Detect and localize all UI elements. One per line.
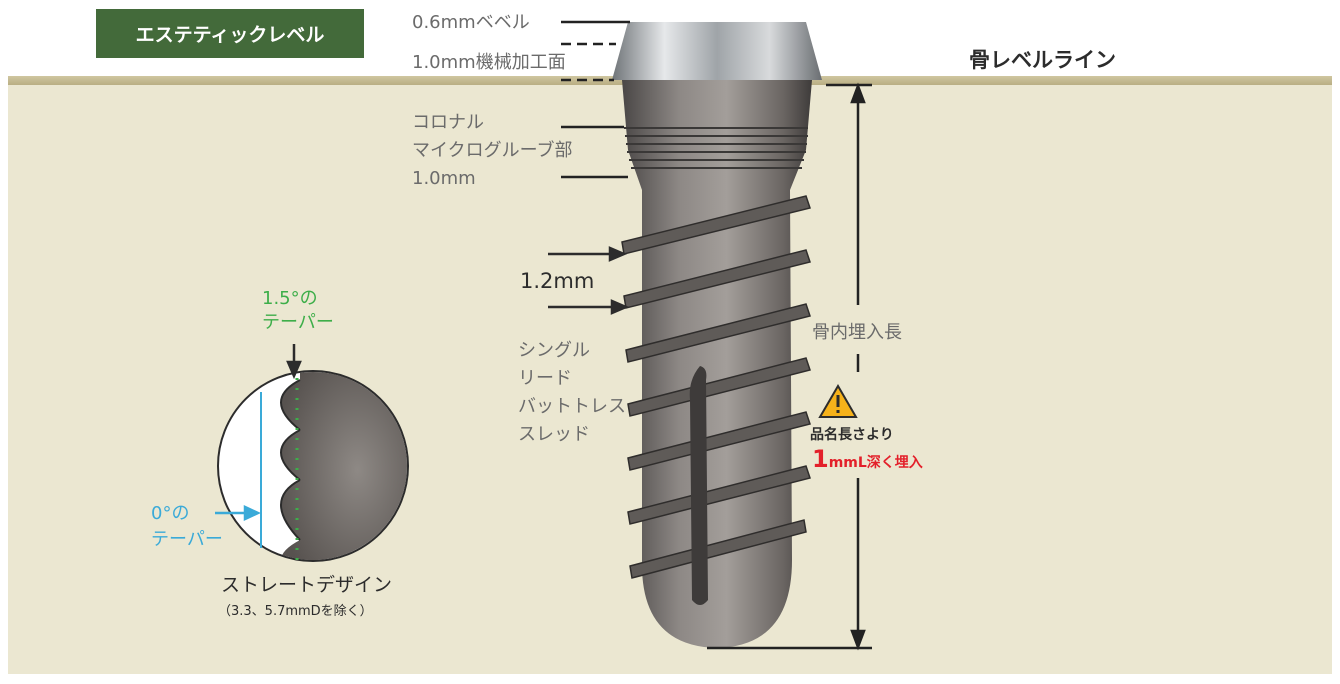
taper-green-line2: テーパー (262, 312, 334, 334)
thread-zoom-detail (218, 360, 420, 580)
taper-cyan-line2: テーパー (151, 529, 223, 551)
micro-groove-line3: 1.0mm (412, 166, 476, 192)
warning-icon (820, 386, 856, 417)
cutting-flute (690, 366, 708, 605)
machined-label: 1.0mm機械加工面 (412, 50, 566, 76)
pitch-label: 1.2mm (520, 269, 594, 293)
thread-line1: シングル (518, 338, 590, 364)
thread-line4: スレッド (518, 422, 590, 448)
micro-groove-line1: コロナル (412, 110, 484, 136)
warning-number: 1 (812, 445, 829, 473)
bevel-label: 0.6mmベベル (412, 10, 530, 36)
warning-line1: 品名長さより (810, 424, 894, 444)
implant-collar (612, 22, 822, 80)
thread-line3: バットトレス (518, 394, 626, 420)
taper-green-line1: 1.5°の (262, 288, 318, 310)
thread-line2: リード (518, 366, 572, 392)
straight-design-title: ストレートデザイン (221, 570, 392, 597)
embed-length-dimension (852, 86, 864, 647)
micro-groove-line2: マイクログルーブ部 (412, 138, 573, 164)
embed-length-label: 骨内埋入長 (812, 320, 902, 346)
warning-unit: mmL深く埋入 (829, 455, 923, 471)
warning-line2: 1mmL深く埋入 (812, 445, 923, 473)
taper-cyan-line1: 0°の (151, 503, 189, 525)
straight-design-note: （3.3、5.7mmDを除く） (218, 600, 373, 619)
